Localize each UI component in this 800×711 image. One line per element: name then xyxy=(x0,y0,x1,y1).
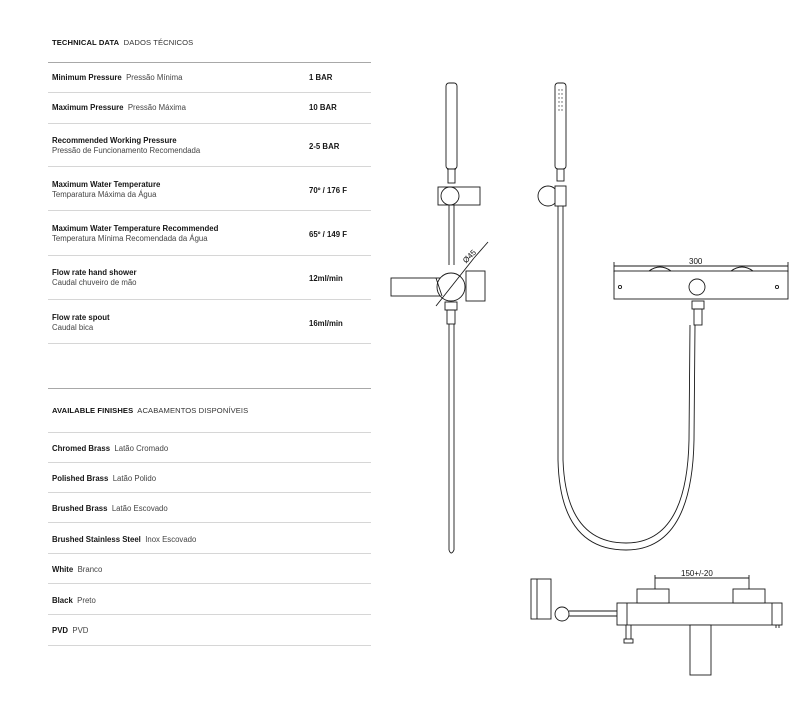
list-divider xyxy=(48,462,371,463)
finishes-divider xyxy=(48,432,371,433)
finish-pt: Latão Polido xyxy=(112,474,157,483)
finish-pt: Latão Cromado xyxy=(114,444,169,453)
row-label-en: Minimum Pressure xyxy=(52,73,122,82)
finish-en: Chromed Brass xyxy=(52,444,111,453)
finish-pt: Preto xyxy=(77,596,96,605)
table-top-rule xyxy=(48,62,371,63)
list-item: White Branco xyxy=(52,565,102,574)
finish-en: Black xyxy=(52,596,73,605)
finish-en: Brushed Stainless Steel xyxy=(52,535,141,544)
row-label-pt: Caudal chuveiro de mão xyxy=(52,278,137,287)
row-divider xyxy=(48,210,371,211)
row-label-en: Maximum Water Temperature xyxy=(52,180,161,189)
spacing-dimension-label: 150+/-20 xyxy=(681,569,713,578)
row-label-en: Recommended Working Pressure xyxy=(52,136,177,145)
finish-en: Polished Brass xyxy=(52,474,109,483)
row-label-en: Maximum Water Temperature Recommended xyxy=(52,224,219,233)
list-item: Polished Brass Latão Polido xyxy=(52,474,156,483)
row-divider xyxy=(48,343,371,344)
finish-pt: Branco xyxy=(77,565,103,574)
table-row: Flow rate hand shower Caudal chuveiro de… xyxy=(52,268,367,288)
list-divider xyxy=(48,492,371,493)
finishes-title-pt: ACABAMENTOS DISPONÍVEIS xyxy=(137,406,249,415)
diameter-label: Ø45 xyxy=(461,248,478,265)
list-divider xyxy=(48,522,371,523)
top-view-drawing xyxy=(530,575,783,676)
row-label-pt: Temperatura Mínima Recomendada da Água xyxy=(52,234,208,243)
row-label-pt: Temparatura Máxima da Água xyxy=(52,190,157,199)
list-item: Black Preto xyxy=(52,596,96,605)
table-row: Maximum Water Temperature Temparatura Má… xyxy=(52,180,367,200)
row-label-en: Maximum Pressure xyxy=(52,103,124,112)
row-value: 12ml/min xyxy=(309,274,343,283)
row-value: 16ml/min xyxy=(309,319,343,328)
table-row: Flow rate spout Caudal bica xyxy=(52,313,367,333)
technical-data-title-pt: DADOS TÉCNICOS xyxy=(123,38,194,47)
row-label-pt: Caudal bica xyxy=(52,323,94,332)
row-label-en: Flow rate spout xyxy=(52,313,110,322)
finishes-title-en: AVAILABLE FINISHES xyxy=(52,406,134,415)
row-value: 1 BAR xyxy=(309,73,333,82)
list-item: Brushed Stainless Steel Inox Escovado xyxy=(52,535,196,544)
row-label-pt: Pressão de Funcionamento Recomendada xyxy=(52,146,201,155)
finish-en: PVD xyxy=(52,626,69,635)
width-dimension-label: 300 xyxy=(689,257,703,266)
list-item: Chromed Brass Latão Cromado xyxy=(52,444,168,453)
list-divider xyxy=(48,645,371,646)
row-value: 10 BAR xyxy=(309,103,337,112)
row-value: 65º / 149 F xyxy=(309,230,347,239)
row-divider xyxy=(48,92,371,93)
row-value: 70º / 176 F xyxy=(309,186,347,195)
row-divider xyxy=(48,166,371,167)
list-divider xyxy=(48,614,371,615)
finish-pt: Inox Escovado xyxy=(145,535,197,544)
side-view-drawing xyxy=(390,82,489,554)
technical-data-title-en: TECHNICAL DATA xyxy=(52,38,120,47)
row-label-pt: Pressão Mínima xyxy=(126,73,183,82)
row-divider xyxy=(48,299,371,300)
row-label-en: Flow rate hand shower xyxy=(52,268,137,277)
finish-pt: PVD xyxy=(72,626,89,635)
table-row: Recommended Working Pressure Pressão de … xyxy=(52,136,367,156)
finishes-top-rule xyxy=(48,388,371,389)
finish-en: White xyxy=(52,565,74,574)
finishes-heading: AVAILABLE FINISHES ACABAMENTOS DISPONÍVE… xyxy=(52,406,248,415)
row-divider xyxy=(48,123,371,124)
row-value: 2-5 BAR xyxy=(309,142,340,151)
list-divider xyxy=(48,583,371,584)
list-divider xyxy=(48,553,371,554)
list-item: PVD PVD xyxy=(52,626,88,635)
finish-pt: Latão Escovado xyxy=(111,504,168,513)
table-row: Minimum Pressure Pressão Mínima xyxy=(52,73,367,83)
finish-en: Brushed Brass xyxy=(52,504,108,513)
front-view-drawing xyxy=(537,82,789,551)
row-label-pt: Pressão Máxima xyxy=(127,103,186,112)
table-row: Maximum Water Temperature Recommended Te… xyxy=(52,224,367,244)
row-divider xyxy=(48,255,371,256)
list-item: Brushed Brass Latão Escovado xyxy=(52,504,168,513)
technical-data-heading: TECHNICAL DATA DADOS TÉCNICOS xyxy=(52,38,193,47)
table-row: Maximum Pressure Pressão Máxima xyxy=(52,103,367,113)
